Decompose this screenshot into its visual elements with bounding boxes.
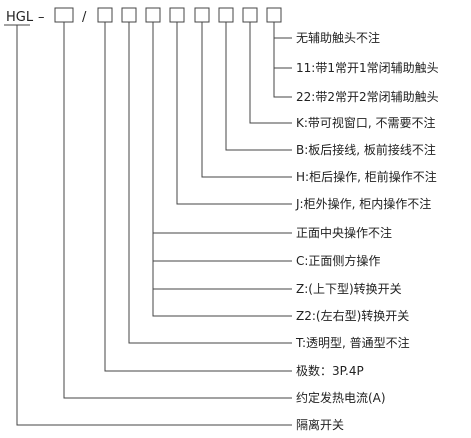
code-box-5 — [194, 7, 210, 23]
label-9: Z:(上下型)转换开关 — [296, 281, 402, 296]
connector-9 — [152, 261, 292, 290]
connector-6 — [176, 22, 292, 205]
connector-10 — [152, 289, 292, 317]
current-box — [54, 7, 74, 23]
model-prefix: HGL — [6, 10, 34, 25]
label-11: T:透明型, 普通型不注 — [295, 335, 410, 350]
connector-14 — [16, 25, 292, 426]
connector-12 — [104, 22, 292, 372]
label-2: 22:带2常开2常闭辅助触头 — [296, 90, 439, 104]
connector-13 — [63, 22, 292, 399]
code-box-1 — [97, 7, 113, 23]
label-12: 极数：3P.4P — [296, 363, 364, 378]
label-6: J:柜外操作, 柜内操作不注 — [295, 196, 431, 211]
label-3: K:带可视窗口, 不需要不注 — [296, 115, 436, 130]
connector-4 — [225, 22, 292, 151]
connector-5 — [201, 22, 292, 178]
label-1: 11:带1常开1常闭辅助触头 — [296, 61, 439, 75]
code-box-6 — [218, 7, 234, 23]
code-box-7 — [242, 7, 258, 23]
label-4: B:板后接线, 板前接线不注 — [296, 142, 436, 157]
code-box-4 — [169, 7, 185, 23]
connector-3 — [249, 22, 292, 124]
connector-8 — [152, 233, 292, 262]
label-0: 无辅助触头不注 — [296, 30, 380, 45]
label-8: C:正面侧方操作 — [296, 253, 380, 268]
connector-11 — [128, 22, 292, 344]
code-box-3 — [145, 7, 161, 23]
model-dash: – — [38, 10, 45, 25]
connector-0 — [273, 22, 292, 39]
label-13: 约定发热电流(A) — [296, 390, 386, 405]
label-7: 正面中央操作不注 — [296, 225, 392, 240]
label-5: H:柜后操作, 柜前操作不注 — [296, 169, 437, 184]
label-10: Z2:(左右型)转换开关 — [296, 308, 409, 323]
code-box-2 — [121, 7, 137, 23]
connector-2 — [273, 68, 292, 98]
connector-7 — [152, 22, 292, 234]
label-14: 隔离开关 — [296, 417, 344, 432]
model-slash: / — [82, 10, 87, 25]
connector-1 — [273, 38, 292, 69]
code-box-8 — [266, 7, 282, 23]
